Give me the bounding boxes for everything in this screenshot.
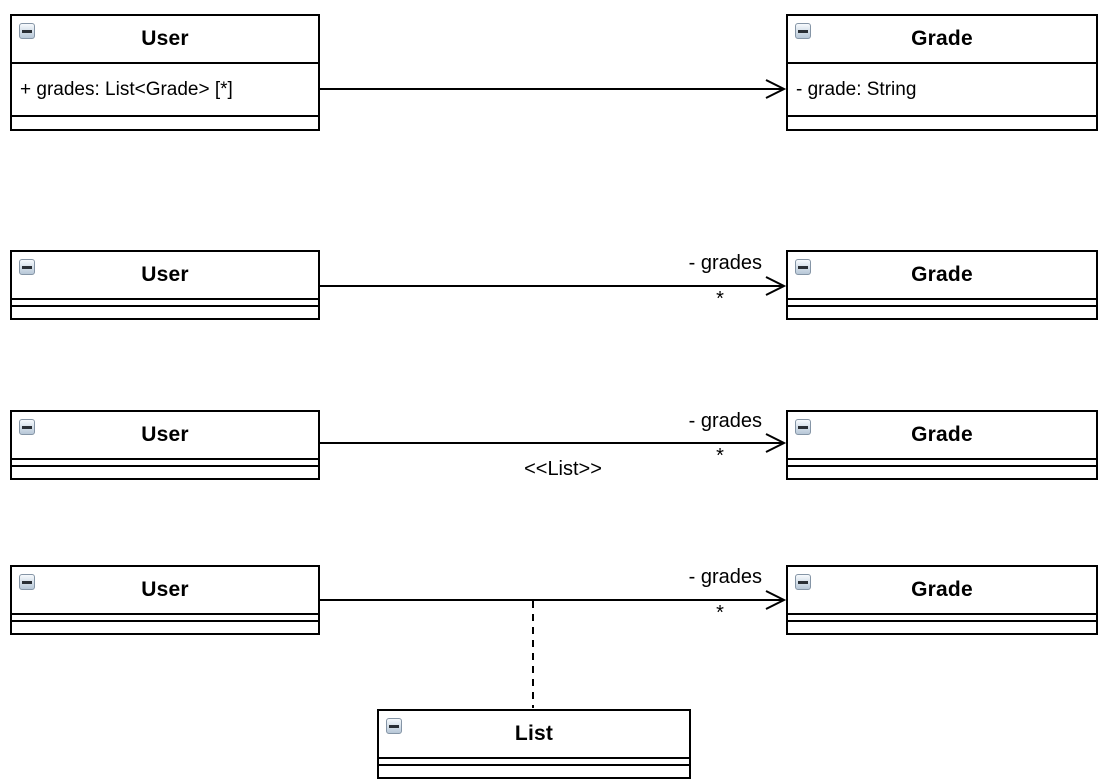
class-name: User xyxy=(141,423,189,446)
attributes-compartment: - grade: String xyxy=(788,64,1096,117)
open-arrowhead-2 xyxy=(765,276,787,296)
attributes-compartment xyxy=(12,615,318,622)
class-header: Grade xyxy=(788,16,1096,64)
edge-stereotype-label[interactable]: <<List>> xyxy=(524,458,602,480)
class-header: User xyxy=(12,567,318,615)
collapse-icon[interactable] xyxy=(19,574,35,590)
class-box-user-2[interactable]: User xyxy=(10,250,320,320)
edge-multiplicity-label[interactable]: * xyxy=(716,602,724,624)
collapse-icon[interactable] xyxy=(386,718,402,734)
collapse-icon[interactable] xyxy=(19,259,35,275)
class-box-user-4[interactable]: User xyxy=(10,565,320,635)
edge-role-label[interactable]: - grades xyxy=(688,252,762,274)
class-name: User xyxy=(141,27,189,50)
class-box-list[interactable]: List xyxy=(377,709,691,779)
collapse-icon[interactable] xyxy=(795,574,811,590)
collapse-icon[interactable] xyxy=(19,419,35,435)
class-name: Grade xyxy=(911,578,973,601)
class-header: Grade xyxy=(788,412,1096,460)
class-box-grade-3[interactable]: Grade xyxy=(786,410,1098,480)
open-arrowhead-3 xyxy=(765,433,787,453)
class-name: Grade xyxy=(911,27,973,50)
operations-compartment xyxy=(788,117,1096,129)
operations-compartment xyxy=(12,622,318,633)
class-box-user-1[interactable]: User + grades: List<Grade> [*] xyxy=(10,14,320,131)
edge-role-label[interactable]: - grades xyxy=(688,410,762,432)
class-header: User xyxy=(12,412,318,460)
class-header: List xyxy=(379,711,689,759)
open-arrowhead-4 xyxy=(765,590,787,610)
class-header: User xyxy=(12,252,318,300)
collapse-icon[interactable] xyxy=(19,23,35,39)
edge-multiplicity-label[interactable]: * xyxy=(716,288,724,310)
attributes-compartment xyxy=(379,759,689,766)
operations-compartment xyxy=(788,467,1096,478)
class-name: User xyxy=(141,263,189,286)
operations-compartment xyxy=(12,307,318,318)
edge-multiplicity-label[interactable]: * xyxy=(716,445,724,467)
class-box-grade-1[interactable]: Grade - grade: String xyxy=(786,14,1098,131)
class-name: User xyxy=(141,578,189,601)
class-name: List xyxy=(514,722,554,745)
class-box-grade-4[interactable]: Grade xyxy=(786,565,1098,635)
class-box-grade-2[interactable]: Grade xyxy=(786,250,1098,320)
class-box-user-3[interactable]: User xyxy=(10,410,320,480)
attributes-compartment: + grades: List<Grade> [*] xyxy=(12,64,318,117)
attributes-compartment xyxy=(788,300,1096,307)
class-header: Grade xyxy=(788,252,1096,300)
class-name: Grade xyxy=(911,263,973,286)
attributes-compartment xyxy=(788,460,1096,467)
operations-compartment xyxy=(12,117,318,129)
class-header: Grade xyxy=(788,567,1096,615)
collapse-icon[interactable] xyxy=(795,419,811,435)
attributes-compartment xyxy=(12,300,318,307)
operations-compartment xyxy=(788,307,1096,318)
collapse-icon[interactable] xyxy=(795,259,811,275)
operations-compartment xyxy=(12,467,318,478)
class-header: User xyxy=(12,16,318,64)
edge-role-label[interactable]: - grades xyxy=(688,566,762,588)
operations-compartment xyxy=(379,766,689,777)
class-attribute: + grades: List<Grade> [*] xyxy=(20,78,233,100)
class-name: Grade xyxy=(911,423,973,446)
class-attribute: - grade: String xyxy=(796,78,917,100)
attributes-compartment xyxy=(12,460,318,467)
attributes-compartment xyxy=(788,615,1096,622)
open-arrowhead-1 xyxy=(765,79,787,99)
operations-compartment xyxy=(788,622,1096,633)
collapse-icon[interactable] xyxy=(795,23,811,39)
